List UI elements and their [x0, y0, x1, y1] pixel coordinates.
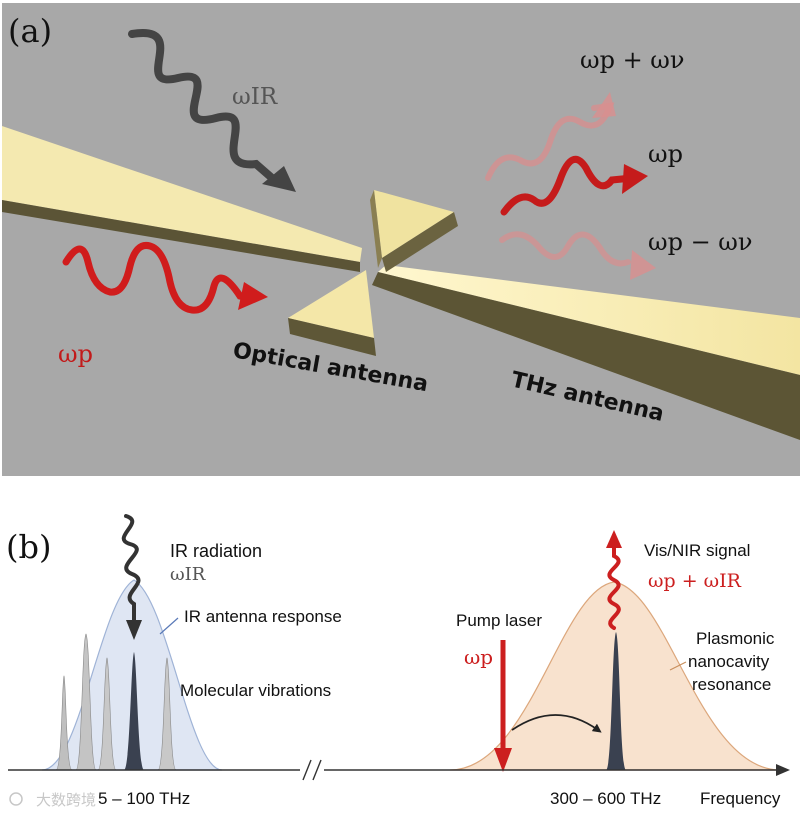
vibration-peak: [75, 633, 97, 771]
sum-wave-icon: [485, 102, 615, 181]
sum-frequency-label: ωp + ων: [580, 46, 684, 74]
ir-arrowhead-icon: [262, 166, 296, 192]
panel-a-label-bg: [2, 6, 62, 50]
vis-signal-label: Vis/NIR signal: [644, 541, 750, 560]
vis-signal-wave-icon: [607, 544, 621, 630]
molecular-vibrations-label: Molecular vibrations: [180, 681, 331, 700]
resonant-vibration-peak: [124, 652, 144, 770]
pump-wave-icon: [62, 241, 252, 314]
omega-p-left-label: ωp: [58, 340, 93, 368]
ir-radiation-symbol: ωIR: [170, 564, 206, 585]
plasmonic-label-line-3: resonance: [692, 675, 771, 694]
ir-range-label: 5 – 100 THz: [98, 789, 190, 808]
transfer-arrow: [511, 714, 602, 733]
vibration-peak: [157, 657, 177, 771]
vis-range-label: 300 – 600 THz: [550, 789, 661, 808]
axis-break-mark: [312, 759, 322, 781]
vis-signal-arrowhead-icon: [606, 530, 622, 548]
panel-b: (b) IR radiation ωIR IR antenna response…: [6, 514, 790, 809]
panel-a: ωIR ωp ωp + ων ωp ωp − ων Optical antenn…: [2, 3, 800, 476]
ir-radiation-wave-icon: [121, 514, 141, 626]
pump-laser-label: Pump laser: [456, 611, 542, 630]
ir-wave-icon: [128, 28, 276, 182]
watermark-text: 大数跨境: [36, 791, 96, 809]
ir-antenna-response-label: IR antenna response: [184, 607, 342, 626]
panel-a-label: (a): [8, 12, 52, 50]
frequency-axis-label: Frequency: [700, 789, 781, 808]
vis-signal-symbol: ωp + ωIR: [648, 570, 742, 592]
output-arrowhead-icon: [622, 164, 648, 194]
watermark-logo-icon: [9, 792, 23, 806]
thz-antenna-arm: [372, 265, 800, 440]
plasmonic-pointer: [669, 661, 687, 671]
watermark: 大数跨境: [9, 791, 96, 809]
frequency-axis-arrowhead-icon: [776, 764, 790, 776]
pump-laser-arrowhead-icon: [494, 748, 512, 772]
sum-arrowhead-icon: [592, 92, 616, 118]
plasmonic-label-line-2: nanocavity: [688, 652, 770, 671]
difference-frequency-label: ωp − ων: [648, 228, 752, 256]
omega-p-right-label: ωp: [648, 140, 683, 168]
difference-arrowhead-icon: [630, 250, 656, 280]
plasmonic-label-line-1: Plasmonic: [696, 629, 775, 648]
pump-symbol: ωp: [464, 645, 493, 669]
difference-wave-icon: [499, 231, 631, 267]
omega-ir-label: ωIR: [232, 84, 278, 110]
pump-arrowhead-icon: [238, 282, 268, 310]
ir-antenna-pointer: [159, 617, 179, 635]
signal-peak: [606, 632, 626, 770]
axis-break-mark: [302, 759, 312, 781]
output-wave-icon: [500, 155, 636, 216]
left-antenna-arm: [2, 126, 362, 272]
bowtie-upper-triangle: [370, 190, 458, 272]
ir-radiation-arrowhead-icon: [126, 620, 142, 640]
ir-radiation-label: IR radiation: [170, 541, 262, 561]
vibration-peak: [55, 675, 73, 771]
vibration-peak: [97, 657, 117, 771]
bowtie-lower-triangle: [288, 270, 376, 356]
panel-b-label: (b): [6, 528, 51, 566]
